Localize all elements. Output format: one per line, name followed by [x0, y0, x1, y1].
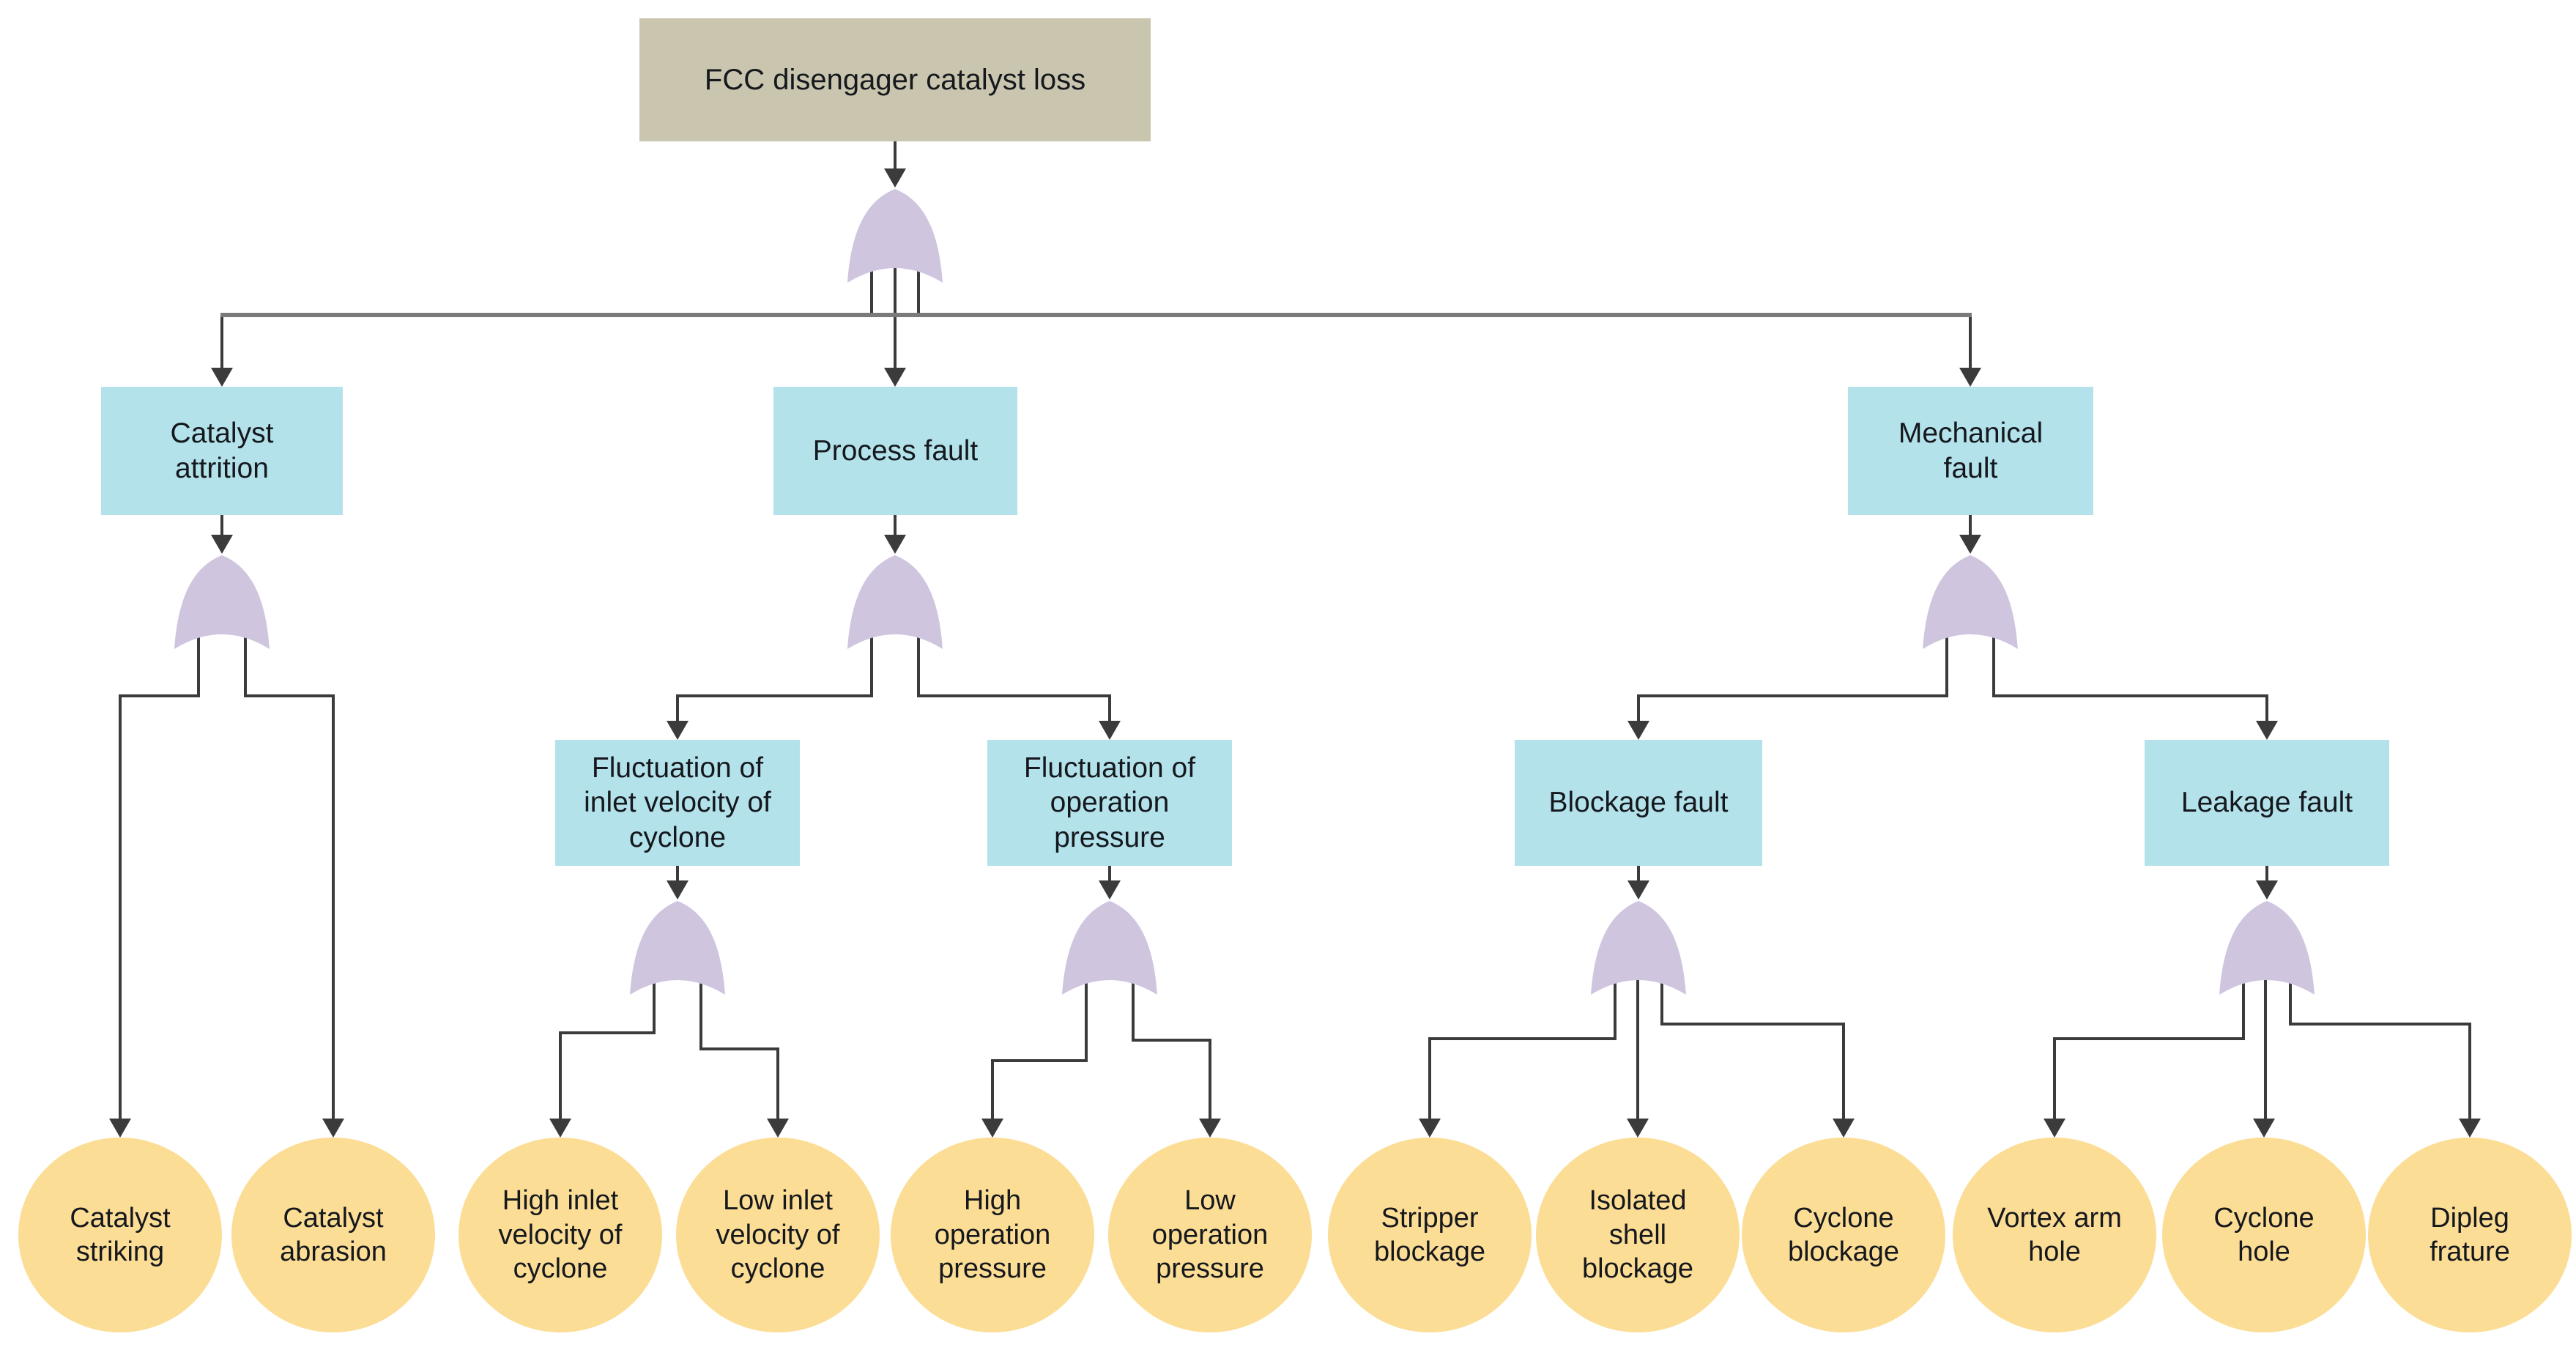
arrow-down-icon: [1833, 1119, 1855, 1138]
connector-level1-to-gates: [220, 515, 1972, 544]
arrow-down-icon: [109, 1119, 131, 1138]
basic-event-catalyst-abrasion: Catalyst abrasion: [231, 1138, 435, 1332]
arrow-down-icon: [1099, 721, 1121, 740]
or-gate-icon-mechanical-fault: [1923, 555, 2018, 649]
intermediate-event-catalyst-attrition: Catalyst attrition: [101, 387, 343, 515]
connector-pressure-gate-children: [991, 973, 1211, 1127]
arrow-down-icon: [2044, 1119, 2065, 1138]
connector-process-gate-children: [676, 627, 1111, 730]
arrow-down-icon: [211, 535, 233, 554]
top-event-box: FCC disengager catalyst loss: [639, 18, 1151, 141]
arrow-down-icon: [1627, 1119, 1649, 1138]
basic-event-vortex-arm-hole: Vortex arm hole: [1953, 1138, 2156, 1332]
connector-blockage-gate-children: [1428, 973, 1845, 1127]
connector-level2-to-gates: [676, 866, 2268, 889]
arrow-down-icon: [2459, 1119, 2481, 1138]
arrow-down-icon: [1959, 368, 1981, 387]
intermediate-event-operation-pressure-fluctuation: Fluctuation of operation pressure: [987, 740, 1232, 866]
arrow-down-icon: [981, 1119, 1003, 1138]
arrow-down-icon: [884, 168, 906, 188]
intermediate-event-inlet-velocity-fluctuation: Fluctuation of inlet velocity of cyclone: [555, 740, 800, 866]
or-gates: [174, 189, 2315, 995]
intermediate-event-blockage-fault: Blockage fault: [1515, 740, 1762, 866]
basic-event-cyclone-hole: Cyclone hole: [2162, 1138, 2366, 1332]
connector-lines: [119, 141, 2471, 1127]
basic-event-dipleg-frature: Dipleg frature: [2368, 1138, 2572, 1332]
connector-leakage-gate-children: [2053, 973, 2471, 1127]
arrow-down-icon: [211, 368, 233, 387]
arrow-down-icon: [1199, 1119, 1221, 1138]
basic-event-high-operation-pressure: High operation pressure: [891, 1138, 1094, 1332]
arrow-down-icon: [1099, 880, 1121, 900]
arrow-down-icon: [2253, 1119, 2275, 1138]
basic-event-low-operation-pressure: Low operation pressure: [1108, 1138, 1312, 1332]
arrow-down-icon: [1959, 535, 1981, 554]
connector-mechanical-gate-children: [1637, 627, 2268, 730]
basic-event-isolated-shell-blockage: Isolated shell blockage: [1536, 1138, 1740, 1332]
or-gate-icon-operation-pressure: [1062, 901, 1157, 995]
arrow-down-icon: [667, 880, 688, 900]
basic-event-catalyst-striking: Catalyst striking: [18, 1138, 222, 1332]
arrow-down-icon: [1627, 880, 1649, 900]
basic-event-stripper-blockage: Stripper blockage: [1328, 1138, 1532, 1332]
or-gate-icon-process-fault: [847, 555, 943, 649]
basic-event-cyclone-blockage: Cyclone blockage: [1742, 1138, 1945, 1332]
intermediate-event-mechanical-fault: Mechanical fault: [1848, 387, 2093, 515]
arrow-down-icon: [2256, 721, 2278, 740]
arrow-down-icon: [1627, 721, 1649, 740]
arrow-down-icon: [549, 1119, 571, 1138]
basic-event-high-inlet-velocity: High inlet velocity of cyclone: [459, 1138, 662, 1332]
arrow-down-icon: [667, 721, 688, 740]
connector-inlet-gate-children: [559, 973, 779, 1127]
arrow-down-icon: [884, 535, 906, 554]
arrow-down-icon: [2256, 880, 2278, 900]
or-gate-icon-inlet-velocity: [630, 901, 725, 995]
intermediate-event-leakage-fault: Leakage fault: [2145, 740, 2389, 866]
intermediate-event-process-fault: Process fault: [773, 387, 1017, 515]
basic-event-low-inlet-velocity: Low inlet velocity of cyclone: [676, 1138, 880, 1332]
or-gate-icon-catalyst-attrition: [174, 555, 270, 649]
arrow-down-icon: [1419, 1119, 1441, 1138]
connector-attrition-gate-children: [119, 627, 335, 1127]
arrow-down-icon: [322, 1119, 344, 1138]
arrow-down-icon: [767, 1119, 789, 1138]
connector-main-gate-legs: [870, 261, 920, 377]
arrow-down-icon: [884, 368, 906, 387]
